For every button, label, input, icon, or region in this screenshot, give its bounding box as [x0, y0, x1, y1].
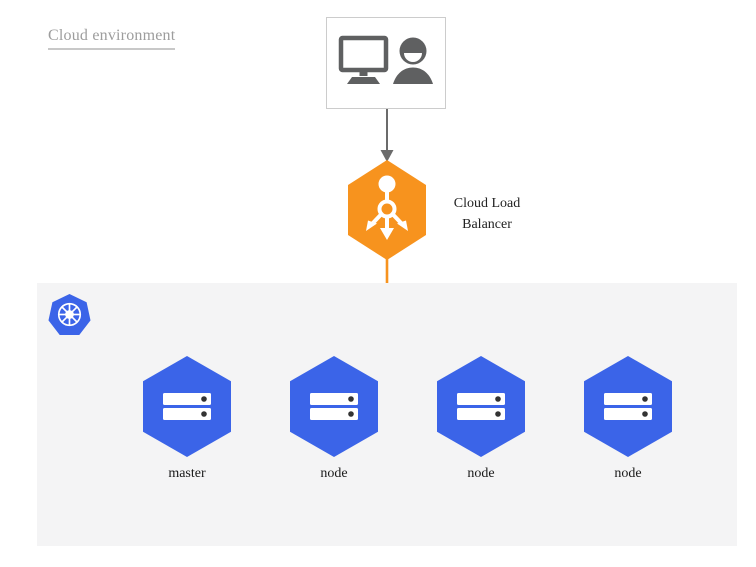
cluster-node-label: node — [320, 466, 348, 481]
kubernetes-helm-icon — [48, 293, 91, 336]
load-balancer-distribute-icon — [366, 175, 408, 240]
node-hexagon — [437, 356, 525, 457]
cluster-node-3[interactable]: node — [584, 356, 672, 481]
server-icon — [163, 393, 211, 420]
cluster-node-master[interactable]: master — [143, 356, 231, 481]
client-node[interactable] — [326, 17, 446, 109]
page-title: Cloud environment — [48, 27, 176, 50]
cluster-node-1[interactable]: node — [290, 356, 378, 481]
connector-client-to-loadbalancer — [380, 109, 394, 162]
cloud-load-balancer-label: Cloud Load Balancer — [441, 193, 533, 235]
server-icon — [457, 393, 505, 420]
server-icon — [604, 393, 652, 420]
user-with-monitor-icon — [338, 35, 433, 84]
server-icon — [310, 393, 358, 420]
lb-label-line2: Balancer — [462, 217, 512, 232]
cloud-load-balancer-node[interactable] — [348, 160, 426, 260]
cluster-node-label: node — [467, 466, 495, 481]
cluster-node-label: node — [614, 466, 642, 481]
cluster-node-2[interactable]: node — [437, 356, 525, 481]
node-hexagon — [290, 356, 378, 457]
node-hexagon — [584, 356, 672, 457]
node-hexagon — [143, 356, 231, 457]
cluster-node-label: master — [168, 466, 206, 481]
load-balancer-hexagon — [348, 160, 426, 260]
lb-label-line1: Cloud Load — [453, 196, 521, 211]
